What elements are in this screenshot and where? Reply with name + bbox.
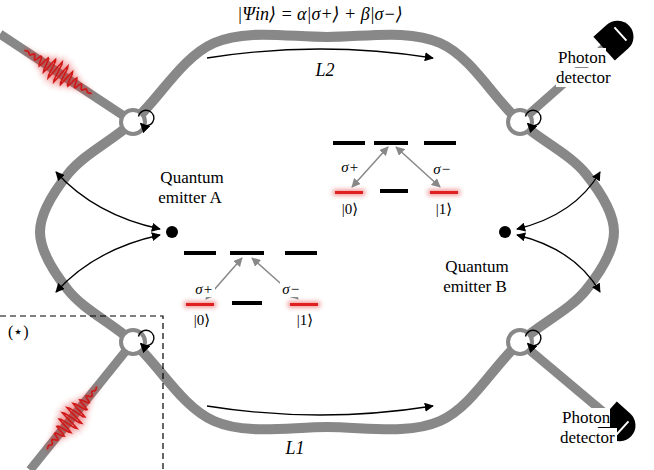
label: |1⟩ [434,201,454,217]
inset-frame [0,316,163,470]
label: L2 [313,60,336,80]
ring-waveguide [40,35,614,430]
coupling-arrows [56,172,600,292]
emitter-link-glow [172,229,505,236]
photon-pulse [39,380,106,456]
label-text: Photon detector [560,408,638,449]
label-text: Quantum emitter A [142,168,240,209]
label-text: |0⟩ [185,311,219,329]
label-text: |1⟩ [427,200,461,218]
circulator [121,110,154,134]
label: |Ψin⟩ = α|σ+⟩ + β|σ−⟩ [235,4,404,24]
label-text: σ− [275,280,307,298]
label-text: L1 [280,438,310,460]
label-text: σ− [426,160,458,178]
input-waveguide [30,342,133,470]
level-scheme [184,251,320,307]
output-waveguide [520,342,608,416]
quantum-emitter-dot [166,226,178,238]
label-text: Photon detector [556,48,634,89]
label: Photon detector [560,408,617,447]
label: σ+ [193,281,215,297]
label: L1 [283,438,306,458]
label: |1⟩ [295,312,315,328]
propagation-arrow [207,49,433,58]
circulator [121,330,154,354]
label-text: L2 [310,60,340,82]
label: σ− [280,281,302,297]
label-text: σ+ [334,158,366,176]
label-text: (⋆) [6,322,46,341]
circulator [508,330,541,354]
label: σ− [431,161,453,177]
level-scheme [333,141,460,195]
label-text: Quantum emitter B [426,257,526,298]
propagation-arrow [207,406,433,415]
label: |0⟩ [340,201,360,217]
quantum-emitter-dot [499,226,511,238]
label: |0⟩ [192,312,212,328]
label: Quantum emitter B [443,257,509,296]
label: σ+ [339,159,361,175]
label: Quantum emitter A [158,168,224,207]
photon-pulse [19,41,97,103]
label: Photon detector [556,48,613,87]
label-text: |1⟩ [288,311,322,329]
emitter-link [172,231,505,234]
label-text: σ+ [188,280,220,298]
label-text: |0⟩ [333,200,367,218]
label: (⋆) [6,323,31,340]
input-waveguide [0,34,133,122]
circulator [508,110,541,134]
label-text: |Ψin⟩ = α|σ+⟩ + β|σ−⟩ [190,4,450,26]
